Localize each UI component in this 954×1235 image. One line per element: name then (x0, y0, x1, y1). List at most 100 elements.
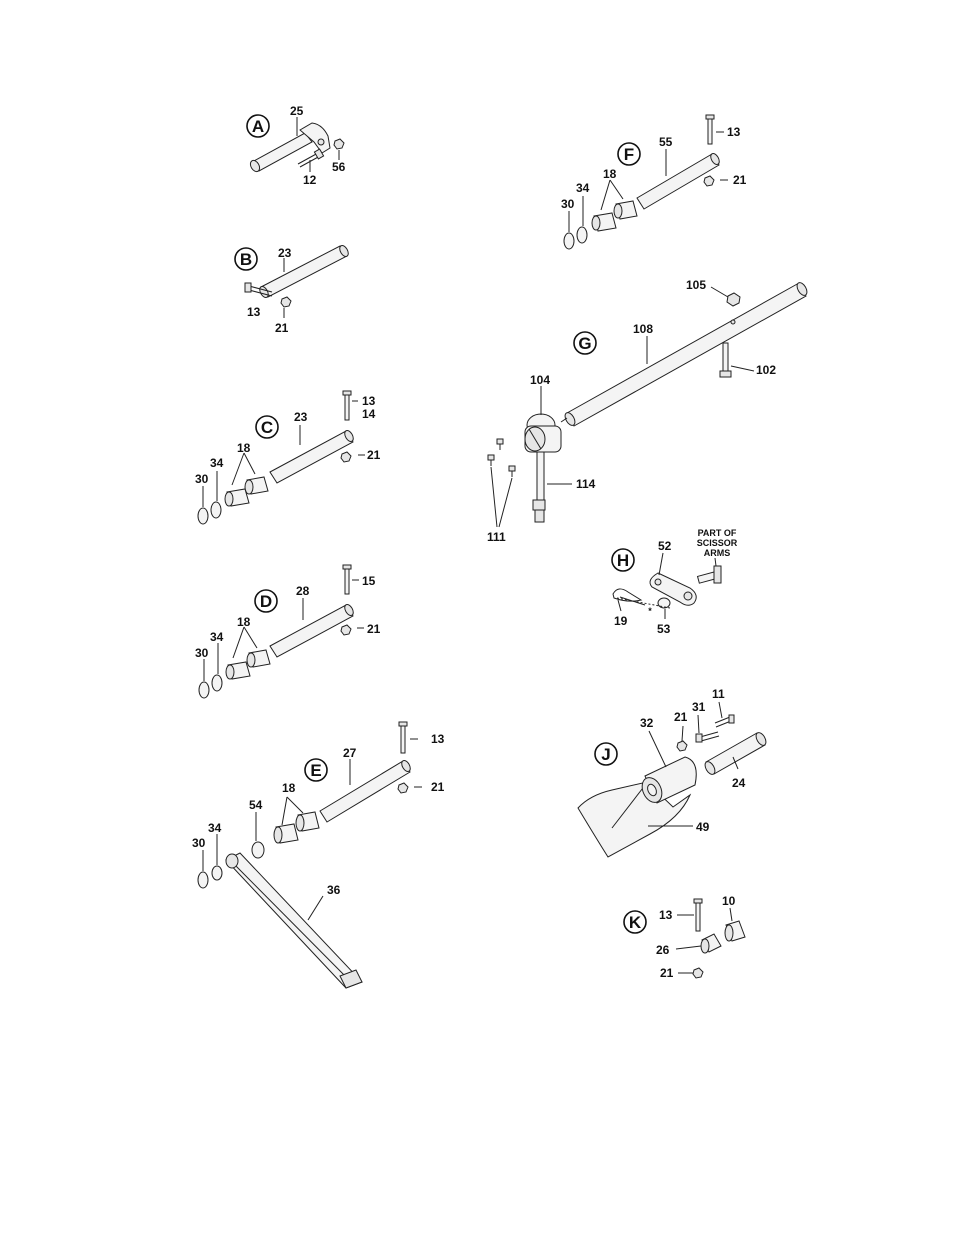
washer-53 (658, 598, 670, 608)
washer-34 (212, 866, 222, 880)
callout-c-18: 18 (237, 441, 251, 455)
section-j-letter: J (601, 745, 610, 764)
callout-g-105: 105 (686, 278, 706, 292)
callout-c-30: 30 (195, 472, 209, 486)
callout-d-34: 34 (210, 630, 224, 644)
section-e-letter: E (310, 761, 321, 780)
nut-21 (398, 783, 408, 793)
tube-27 (320, 759, 412, 822)
section-f-letter: F (624, 145, 634, 164)
section-h-letter: H (617, 551, 629, 570)
callout-f-30: 30 (561, 197, 575, 211)
callout-a-56: 56 (332, 160, 346, 174)
section-f: F 13 55 21 18 34 30 (561, 115, 747, 249)
callout-b-23: 23 (278, 246, 292, 260)
bolt-11 (715, 715, 734, 727)
callout-a-25: 25 (290, 104, 304, 118)
bushings-18 (592, 201, 637, 231)
nut-21 (341, 625, 351, 635)
arm-36 (226, 853, 362, 988)
bolt-13 (399, 722, 407, 753)
callout-g-114: 114 (576, 477, 596, 491)
washer-34 (211, 502, 221, 518)
nut-105 (727, 293, 740, 306)
washer-30 (564, 233, 574, 249)
callout-d-28: 28 (296, 584, 310, 598)
callout-j-32: 32 (640, 716, 654, 730)
bushings-18 (226, 650, 270, 679)
callout-c-14: 14 (362, 407, 376, 421)
callout-b-13: 13 (247, 305, 261, 319)
callout-h-53: 53 (657, 622, 671, 636)
callout-c-34: 34 (210, 456, 224, 470)
callout-a-12: 12 (303, 173, 317, 187)
callout-h-52: 52 (658, 539, 672, 553)
callout-f-34: 34 (576, 181, 590, 195)
callout-c-13: 13 (362, 394, 376, 408)
callout-j-49: 49 (696, 820, 710, 834)
nut-21 (704, 176, 714, 186)
callout-k-13: 13 (659, 908, 673, 922)
callout-c-23: 23 (294, 410, 308, 424)
bolt-15 (343, 565, 351, 594)
section-k-letter: K (629, 913, 642, 932)
callout-e-27: 27 (343, 746, 357, 760)
callout-f-13: 13 (727, 125, 741, 139)
callout-e-36: 36 (327, 883, 341, 897)
note-line-2: SCISSOR (697, 538, 738, 548)
callout-g-104: 104 (530, 373, 550, 387)
link-52 (650, 573, 696, 605)
callout-k-26: 26 (656, 943, 670, 957)
callout-f-55: 55 (659, 135, 673, 149)
section-g-letter: G (578, 334, 591, 353)
washer-30 (198, 508, 208, 524)
pin-23 (258, 244, 350, 299)
bolt-13 (706, 115, 714, 144)
section-a-letter: A (252, 117, 264, 136)
section-b: B 23 13 21 (235, 244, 350, 335)
section-c: C 13 14 23 21 18 34 30 (195, 391, 381, 524)
callout-e-54: 54 (249, 798, 263, 812)
section-d: D 15 28 21 18 34 30 (195, 565, 381, 698)
section-b-letter: B (240, 250, 252, 269)
section-a: A 25 12 56 (247, 104, 346, 187)
callout-g-102: 102 (756, 363, 776, 377)
bolt-13-14 (343, 391, 351, 420)
bolt-13 (694, 899, 702, 931)
section-d-letter: D (260, 592, 272, 611)
section-h: H PART OF SCISSOR ARMS * 52 19 53 (612, 528, 738, 636)
callout-d-15: 15 (362, 574, 376, 588)
bolt-102 (720, 343, 731, 377)
callout-c-21: 21 (367, 448, 381, 462)
callout-j-24: 24 (732, 776, 746, 790)
section-c-letter: C (261, 418, 273, 437)
callout-b-21: 21 (275, 321, 289, 335)
section-j: J 11 31 (578, 687, 768, 857)
section-g: G (487, 278, 809, 544)
callout-h-19: 19 (614, 614, 628, 628)
bushings-18 (225, 477, 268, 506)
asterisk-mark: * (648, 606, 652, 616)
callout-e-34: 34 (208, 821, 222, 835)
scissor-arm-pin (698, 566, 721, 583)
clip-19 (613, 589, 645, 605)
callout-e-21: 21 (431, 780, 445, 794)
callout-g-108: 108 (633, 322, 653, 336)
callout-k-21: 21 (660, 966, 674, 980)
callout-d-21: 21 (367, 622, 381, 636)
callout-d-30: 30 (195, 646, 209, 660)
tube-108 (563, 281, 809, 427)
washer-30 (198, 872, 208, 888)
nut-21 (693, 968, 703, 978)
callout-g-111: 111 (487, 530, 506, 544)
callout-e-18: 18 (282, 781, 296, 795)
callout-f-18: 18 (603, 167, 617, 181)
callout-d-18: 18 (237, 615, 251, 629)
callout-e-13: 13 (431, 732, 445, 746)
bolt-12 (298, 149, 324, 167)
callout-f-21: 21 (733, 173, 747, 187)
note-line-1: PART OF (698, 528, 737, 538)
sleeve-26 (701, 934, 721, 953)
callout-k-10: 10 (722, 894, 736, 908)
